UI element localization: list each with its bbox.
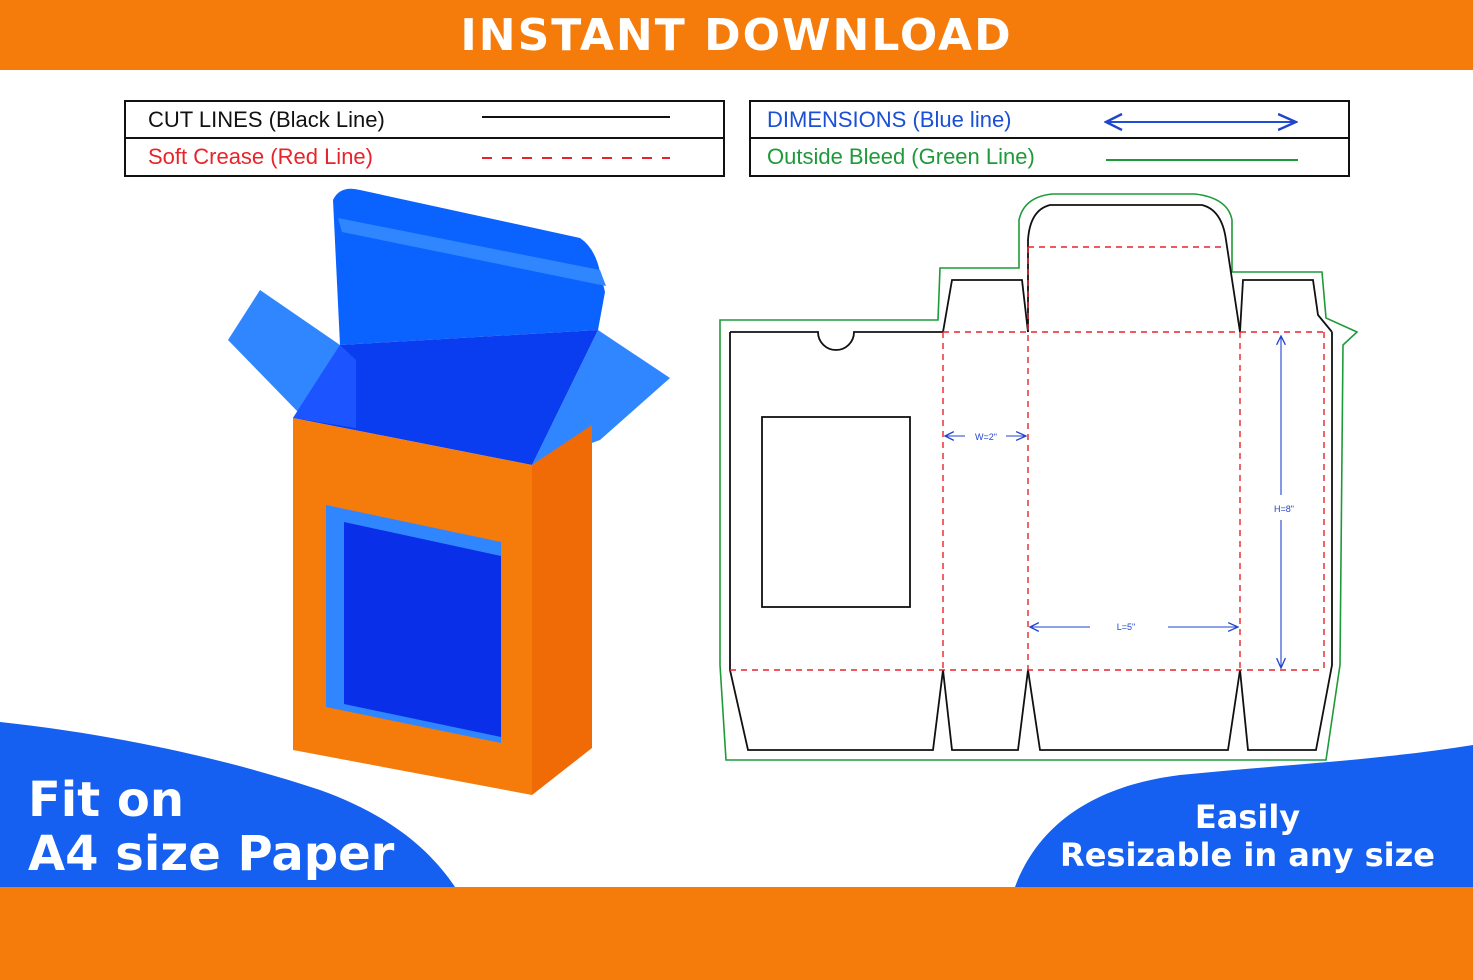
box-flap-left [228, 290, 340, 412]
dieline-dimensions [945, 336, 1281, 668]
length-label: L=5" [1117, 622, 1135, 632]
width-label: W=2" [975, 432, 997, 442]
banner-title: INSTANT DOWNLOAD [460, 9, 1013, 61]
legend-cut-label: CUT LINES (Black Line) [148, 107, 385, 132]
legend-row-crease: Soft Crease (Red Line) [126, 137, 723, 175]
box-lid-front-strip [338, 218, 606, 286]
legend-crease-label: Soft Crease (Red Line) [148, 144, 373, 169]
dieline-window-cutout [761, 416, 911, 608]
dieline-crease-lines [730, 246, 1325, 671]
height-label: H=8" [1274, 504, 1294, 514]
box-window-inner [344, 522, 501, 737]
box-inside-wall [293, 345, 356, 428]
right-blue-wave [1015, 745, 1473, 887]
legend-row-dimensions: DIMENSIONS (Blue line) [751, 102, 1348, 138]
box-flap-right [532, 330, 670, 465]
box-inside [293, 330, 598, 465]
bottom-bar [0, 887, 1473, 980]
dieline-bleed-outline [719, 193, 1359, 761]
legend-row-cut: CUT LINES (Black Line) [126, 102, 723, 138]
legend-dimensions-label: DIMENSIONS (Blue line) [767, 107, 1012, 132]
promo-right-line1: Easily [1194, 798, 1301, 836]
legend-row-bleed: Outside Bleed (Green Line) [751, 137, 1348, 175]
box-side [532, 425, 592, 795]
dieline-cut-lines [729, 204, 1333, 751]
top-banner: INSTANT DOWNLOAD [0, 0, 1473, 70]
promo-left-line1: Fit on [28, 772, 185, 828]
left-blue-wave [0, 722, 455, 887]
box-mockup [228, 188, 670, 795]
promo-left-line2: A4 size Paper [28, 826, 395, 882]
legend-right: DIMENSIONS (Blue line) Outside Bleed (Gr… [749, 100, 1350, 177]
box-lid-top [333, 188, 605, 345]
legend-bleed-label: Outside Bleed (Green Line) [767, 144, 1035, 169]
promo-right-line2: Resizable in any size [1060, 836, 1435, 874]
legend-left: CUT LINES (Black Line) Soft Crease (Red … [124, 100, 725, 177]
